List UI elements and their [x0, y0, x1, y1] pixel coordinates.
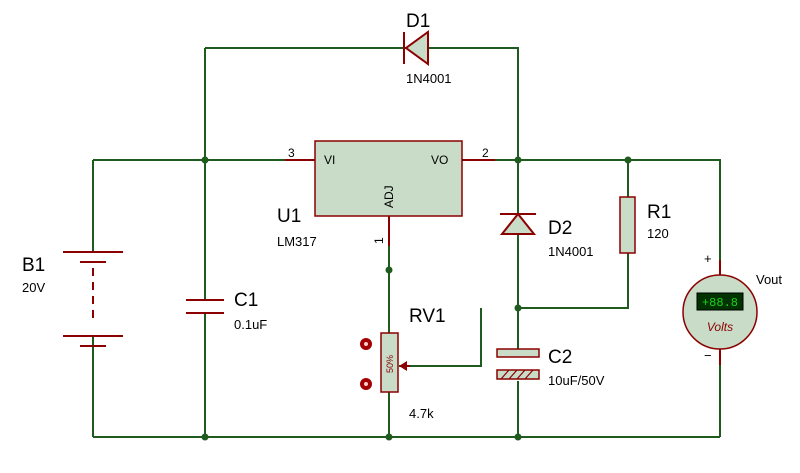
u1-value: LM317 [277, 234, 317, 249]
d2-value: 1N4001 [548, 244, 594, 259]
u1-pin-vo: VO [431, 153, 448, 167]
capacitor-c2[interactable] [496, 348, 540, 380]
c1-value: 0.1uF [234, 317, 267, 332]
c2-ref: C2 [548, 347, 572, 368]
capacitor-c1[interactable] [186, 299, 224, 314]
d2-ref: D2 [548, 218, 572, 239]
junctions [201, 156, 632, 441]
voltmeter-plus-sign: + [704, 251, 712, 266]
d1-value: 1N4001 [406, 71, 452, 86]
voltmeter-label: Vout [756, 272, 782, 287]
diode-d1[interactable] [403, 30, 429, 66]
u1-pin3-number: 3 [288, 146, 295, 160]
b1-value: 20V [22, 280, 45, 295]
potentiometer-rv1[interactable] [380, 332, 410, 393]
diode-d2[interactable] [499, 212, 537, 235]
r1-value: 120 [647, 226, 669, 241]
regulator-u1[interactable] [285, 140, 495, 246]
voltmeter-vout[interactable] [682, 260, 758, 365]
u1-pin-vi: VI [324, 153, 335, 167]
voltmeter-unit: Volts [707, 320, 733, 334]
rv1-value: 4.7k [409, 406, 434, 421]
voltmeter-minus-sign: − [704, 348, 712, 363]
u1-pin1-number: 1 [372, 237, 386, 244]
rv1-wiper-percent: 50% [385, 355, 395, 373]
rv1-ref: RV1 [409, 306, 446, 327]
rv1-increment-button[interactable] [360, 378, 372, 390]
u1-pin2-number: 2 [482, 146, 489, 160]
voltmeter-reading: +88.8 [702, 296, 738, 310]
c2-value: 10uF/50V [548, 373, 605, 388]
resistor-r1[interactable] [619, 196, 636, 254]
d1-ref: D1 [406, 11, 430, 32]
u1-ref: U1 [277, 206, 301, 227]
r1-ref: R1 [647, 202, 671, 223]
u1-pin-adj: ADJ [382, 185, 396, 208]
rv1-decrement-button[interactable] [360, 338, 372, 350]
c1-ref: C1 [234, 290, 258, 311]
b1-ref: B1 [22, 255, 45, 276]
battery-b1[interactable] [63, 251, 123, 347]
